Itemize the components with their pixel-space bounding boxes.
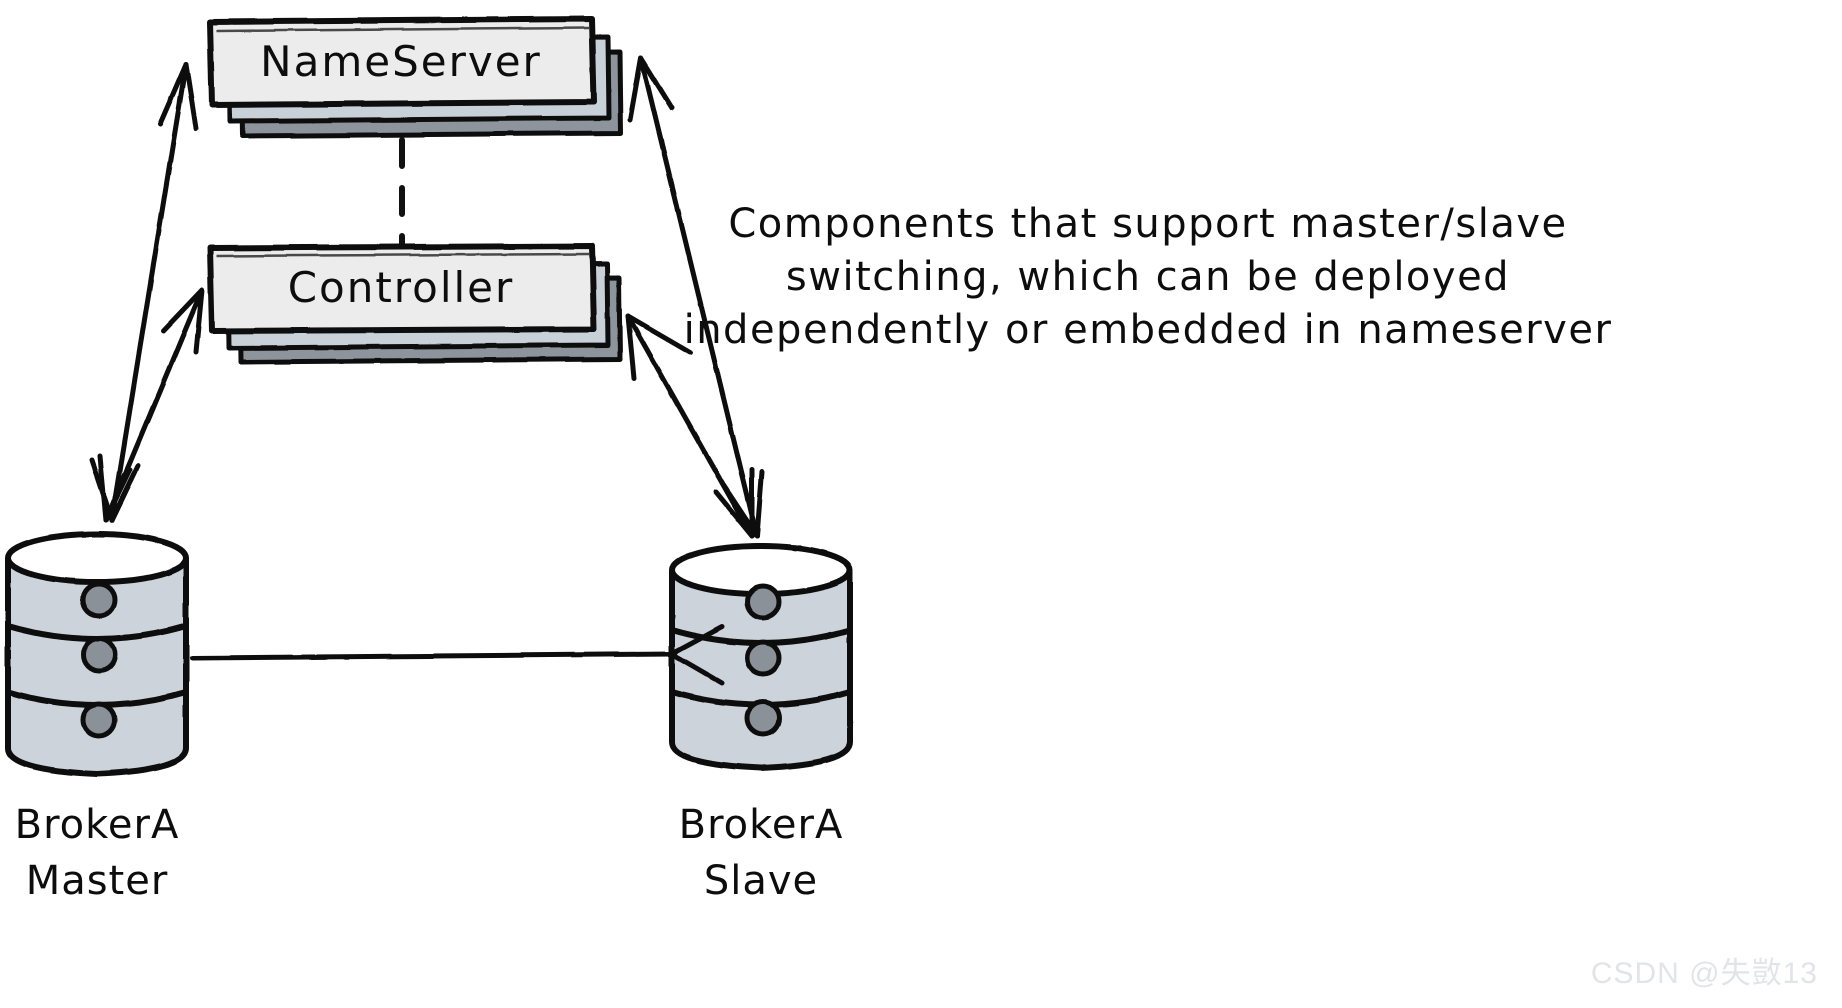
node-broker-master[interactable] [5,531,189,777]
slave-nameserver-arrowhead-top [627,55,675,123]
slave-nameserver-line [638,55,760,539]
master-controller-arrowhead-bottom [97,453,133,523]
connector-master-nameserver [89,61,199,523]
broker-master-led-2 [80,636,118,674]
annotation-line-3: independently or embedded in nameserver [684,307,1613,353]
node-nameserver[interactable] [207,16,624,139]
broker-slave-led-1 [744,583,782,621]
broker-slave-led-2 [744,639,782,677]
controller-box-inner-line [215,252,590,258]
connector-slave-nameserver [627,55,765,539]
annotation-line-2: switching, which can be deployed [786,254,1510,300]
annotation-line-1: Components that support master/slave [728,201,1567,247]
connector-slave-controller [625,313,755,539]
node-broker-slave[interactable] [669,543,853,771]
annotation-block: Components that support master/slave swi… [684,201,1613,353]
csdn-watermark: CSDN @失敳13 [1590,957,1818,990]
master-nameserver-line [109,61,189,523]
broker-slave-label-line1: BrokerA [679,802,844,848]
replication-arrowhead [669,624,725,686]
node-controller[interactable] [207,243,623,365]
master-controller-arrowhead-top [160,287,205,355]
broker-master-label-line2: Master [26,858,169,904]
broker-slave-led-3 [744,699,782,737]
broker-master-top-disc [5,531,189,585]
controller-box[interactable] [207,243,597,334]
slave-controller-line [625,313,755,539]
broker-slave-label-line2: Slave [704,858,818,904]
broker-master-label-line1: BrokerA [15,802,180,848]
nameserver-box-inner-line [215,26,590,33]
master-nameserver-arrowhead-top [157,61,199,131]
replication-line [189,651,675,661]
slave-controller-arrowhead-bottom [713,467,755,539]
controller-label: Controller [288,263,515,312]
nameserver-box[interactable] [207,16,597,108]
connector-master-slave-replication [189,624,725,686]
slave-controller-arrowhead-top [625,313,693,381]
broker-master-led-1 [80,581,118,619]
nameserver-label: NameServer [260,37,542,86]
connector-master-controller [97,287,205,523]
broker-master-led-3 [80,701,118,739]
